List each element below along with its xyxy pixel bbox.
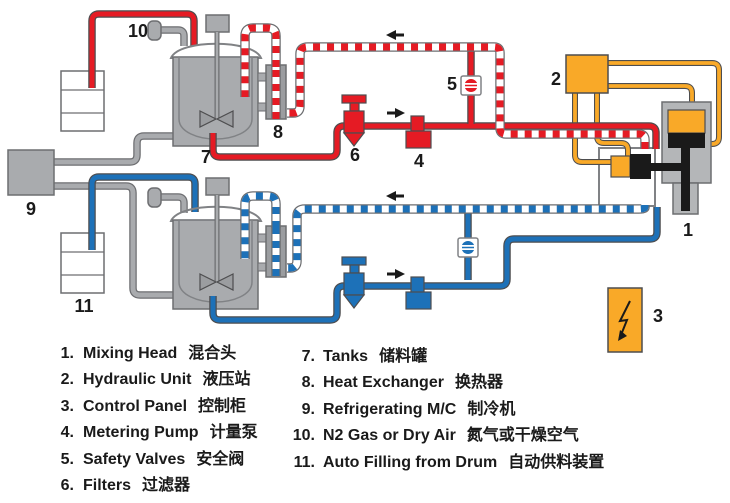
arrow-left-icon xyxy=(386,191,404,201)
label-9: 9 xyxy=(26,199,36,219)
refrigerant-pipes xyxy=(54,132,176,299)
injector-block-black xyxy=(630,154,651,179)
metering-pump-red xyxy=(405,115,432,149)
label-7: 7 xyxy=(201,147,211,167)
auto-fill-pipe-red xyxy=(88,10,198,88)
filter-blue xyxy=(341,256,367,309)
arrow-right-icon xyxy=(387,269,405,279)
agitator-propeller-icon xyxy=(215,110,234,128)
agitator-motor xyxy=(205,177,230,196)
agitator-propeller-icon xyxy=(199,273,218,291)
red-feed-drum xyxy=(60,70,105,132)
agitator-propeller-icon xyxy=(199,110,218,128)
blue-return-pipe xyxy=(240,191,650,276)
injector-block-yellow xyxy=(610,155,631,178)
piston-rod xyxy=(681,148,690,211)
arrow-right-icon xyxy=(387,108,405,118)
hydraulic-pipes xyxy=(572,60,722,165)
label-2: 2 xyxy=(551,69,561,89)
n2-gas-inlet-pipes xyxy=(147,20,188,213)
label-11: 11 xyxy=(74,296,93,316)
tank-dome xyxy=(169,42,263,59)
auto-fill-pipe-blue xyxy=(88,173,199,250)
label-3: 3 xyxy=(653,306,663,326)
hydraulic-cylinder xyxy=(667,109,706,134)
label-10: 10 xyxy=(128,21,148,41)
mixing-head xyxy=(610,101,712,215)
label-6: 6 xyxy=(350,145,360,165)
arrow-left-icon xyxy=(386,30,404,40)
n2-nozzle-icon xyxy=(147,187,162,208)
label-1: 1 xyxy=(683,220,693,240)
refrigerating-unit xyxy=(7,149,55,196)
blue-feed-drum xyxy=(60,232,105,294)
label-5: 5 xyxy=(447,74,457,94)
tank-dome xyxy=(169,205,263,222)
agitator-motor xyxy=(205,14,230,33)
safety-valve-red xyxy=(460,75,482,96)
label-4: 4 xyxy=(414,151,424,171)
hydraulic-unit xyxy=(565,54,609,94)
red-return-pipe xyxy=(240,23,650,149)
flow-arrows xyxy=(386,30,405,279)
control-panel xyxy=(607,287,643,353)
n2-nozzle-icon xyxy=(147,20,162,41)
label-8: 8 xyxy=(273,122,283,142)
lightning-bolt-icon xyxy=(618,300,631,336)
safety-valve-blue xyxy=(457,237,479,258)
filter-red xyxy=(341,94,367,147)
cylinder-piston xyxy=(668,133,705,148)
lightning-bolt-icon xyxy=(618,330,627,341)
agitator-propeller-icon xyxy=(215,273,234,291)
metering-pump-blue xyxy=(405,276,432,310)
injection-arm xyxy=(651,163,683,171)
component-number-labels: 1 2 3 4 5 6 7 8 9 10 11 xyxy=(26,21,693,326)
